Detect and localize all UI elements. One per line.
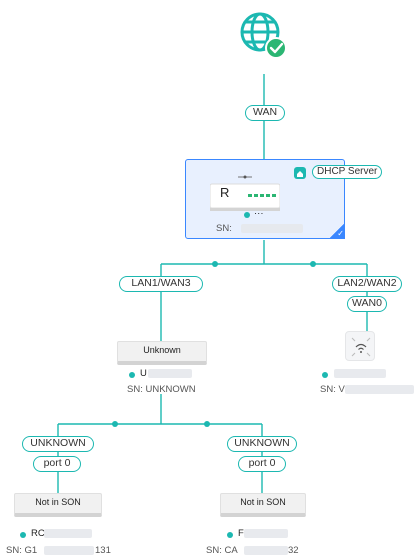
switch-node[interactable]: Unknown (117, 341, 207, 365)
check-icon: ✓ (337, 229, 344, 238)
port-label-wan0: WAN0 (347, 296, 387, 312)
router-model-letter: R (220, 185, 230, 200)
router-status-dot (244, 212, 250, 218)
child-sn-tail-right: 32 (288, 545, 299, 556)
ap-name-redacted (334, 369, 386, 378)
child-status-dot-right (227, 532, 233, 538)
globe-icon (240, 12, 287, 59)
child-node-left[interactable]: Not in SON (14, 493, 102, 517)
wan-link-label: WAN (245, 105, 285, 121)
child-name-right: F (238, 528, 244, 539)
child-link-label-right: UNKNOWN (227, 436, 297, 452)
child-box-label-right: Not in SON (240, 497, 286, 507)
child-sn-left: SN: G1 (6, 545, 38, 556)
selected-corner: ✓ (329, 223, 345, 239)
port-label-lan1-wan3: LAN1/WAN3 (119, 276, 203, 292)
child-link-label-left: UNKNOWN (22, 436, 94, 452)
router-icon (210, 175, 280, 211)
child-sn-redacted-left (44, 546, 94, 555)
dhcp-server-badge: DHCP Server (312, 165, 383, 179)
access-point-node[interactable] (345, 331, 375, 361)
child-status-dot-left (20, 532, 26, 538)
internet-node[interactable] (236, 8, 292, 64)
ap-sn: SN: V (320, 384, 345, 395)
wifi-icon (351, 337, 371, 357)
child-node-right[interactable]: Not in SON (220, 493, 306, 517)
switch-sn: SN: UNKNOWN (127, 384, 196, 395)
child-name-redacted-left (44, 529, 92, 538)
switch-name-redacted (148, 369, 192, 378)
child-port-label-right: port 0 (238, 456, 286, 472)
child-box-label-left: Not in SON (35, 497, 81, 507)
ap-sn-redacted (345, 385, 414, 394)
check-badge-icon (265, 37, 287, 59)
ap-status-dot (322, 372, 328, 378)
switch-status-dot (129, 372, 135, 378)
child-port-label-left: port 0 (33, 456, 81, 472)
child-sn-right: SN: CA (206, 545, 238, 556)
router-name: ··· (254, 208, 264, 219)
router-sn: SN: (216, 223, 232, 234)
home-icon (294, 167, 306, 179)
switch-name: U (140, 368, 147, 379)
switch-box-label: Unknown (143, 345, 181, 355)
child-sn-tail-left: 131 (95, 545, 111, 556)
child-name-redacted-right (244, 529, 288, 538)
router-sn-redacted (241, 224, 303, 233)
child-name-left: RC (31, 528, 45, 539)
port-label-lan2-wan2: LAN2/WAN2 (332, 276, 402, 292)
child-sn-redacted-right (244, 546, 288, 555)
